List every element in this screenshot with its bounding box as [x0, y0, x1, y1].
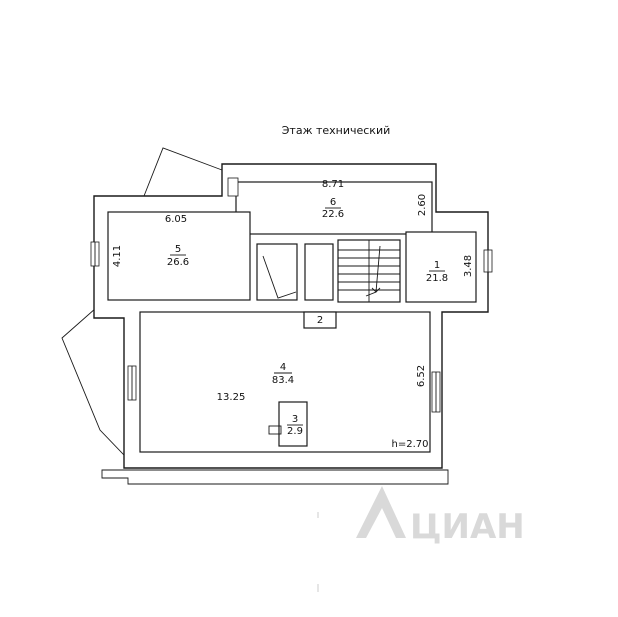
room-5 [107, 211, 251, 301]
room-6-area: 22.6 [322, 209, 344, 220]
room-4-number: 4 [280, 362, 286, 373]
room-1 [405, 231, 477, 303]
room-4-dimension-height: 6.52 [416, 365, 427, 387]
room-1-dimension: 3.48 [463, 255, 474, 277]
sink-icon [268, 425, 282, 435]
shaft-marking [262, 255, 297, 299]
room-4-area: 83.4 [272, 375, 294, 386]
window-room-4-left [127, 365, 137, 401]
upper-terrace [143, 147, 223, 197]
plan-title: Этаж технический [282, 124, 391, 137]
left-terrace [61, 307, 125, 457]
room-5-dimension-height: 4.11 [112, 245, 123, 267]
watermark-text: ЦИАН [410, 507, 525, 547]
staircase-icon [337, 239, 401, 303]
window-room-6 [227, 177, 239, 197]
room-3-area: 2.9 [287, 426, 303, 437]
room-2-number: 2 [317, 315, 323, 326]
balcony [101, 469, 449, 485]
room-1-number: 1 [434, 260, 440, 271]
room-3 [278, 401, 308, 447]
room-2 [303, 311, 337, 329]
room-6-dimension-width: 8.71 [322, 179, 344, 190]
shaft [256, 243, 298, 301]
room-3-number: 3 [292, 414, 298, 425]
room-5-dimension-width: 6.05 [165, 214, 187, 225]
room-6-number: 6 [330, 197, 336, 208]
room-6-dimension-height: 2.60 [417, 194, 428, 216]
window-room-4-right [431, 371, 441, 413]
room-1-area: 21.8 [426, 273, 448, 284]
room-5-number: 5 [175, 244, 181, 255]
cian-logo-watermark: ЦИАН [356, 486, 525, 547]
ceiling-height: h=2.70 [392, 439, 429, 450]
room-5-area: 26.6 [167, 257, 189, 268]
room-4-dimension-width: 13.25 [217, 392, 246, 403]
window-room-5 [90, 241, 100, 267]
utility-closet [304, 243, 334, 301]
window-room-1 [483, 249, 493, 273]
